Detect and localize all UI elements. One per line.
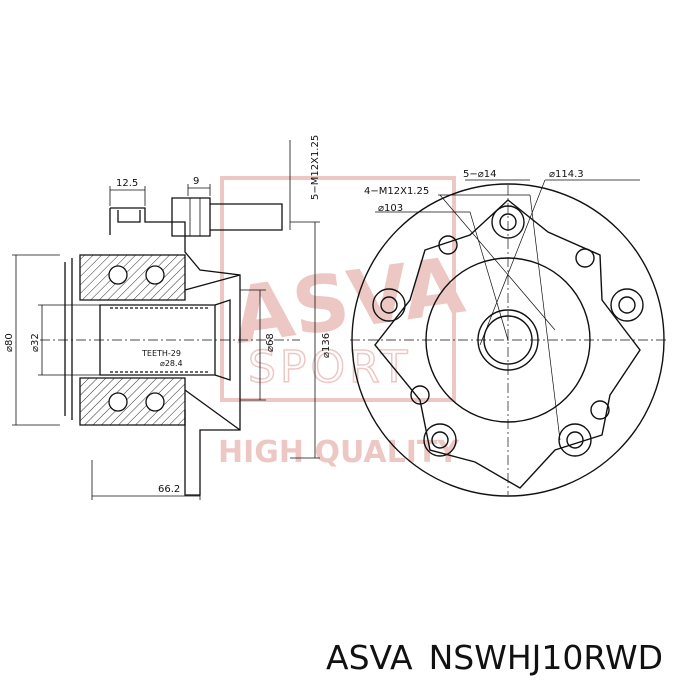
dim-teeth: TEETH-29	[141, 349, 181, 358]
dim-bolt-holes: 4−M12X1.25	[364, 186, 429, 197]
caption-brand: ASVA	[326, 638, 413, 677]
dim-spline: ⌀68	[265, 333, 276, 352]
dim-stud-head: 9	[193, 176, 199, 187]
part-caption: ASVA NSWHJ10RWD	[326, 638, 696, 688]
dim-teeth-sub: ⌀28.4	[160, 359, 183, 368]
dim-total-length: 66.2	[158, 484, 180, 495]
dim-pcd: ⌀114.3	[549, 169, 584, 180]
dim-flange-dia: ⌀136	[321, 333, 332, 358]
watermark-sport: SPORT	[248, 342, 411, 393]
caption-part-number: NSWHJ10RWD	[428, 638, 663, 677]
dim-center-dia: ⌀103	[378, 203, 403, 214]
dim-bore-small: ⌀32	[30, 333, 41, 352]
dim-stud-thread: 5−M12X1.25	[310, 135, 321, 200]
side-view	[12, 140, 320, 500]
watermark-quality: HIGH QUALITY	[218, 435, 460, 470]
dim-flange-thickness: 12.5	[116, 178, 138, 189]
front-view	[350, 179, 668, 497]
dim-holes-count: 5−⌀14	[463, 169, 497, 180]
dim-bore-large: ⌀80	[4, 333, 15, 352]
